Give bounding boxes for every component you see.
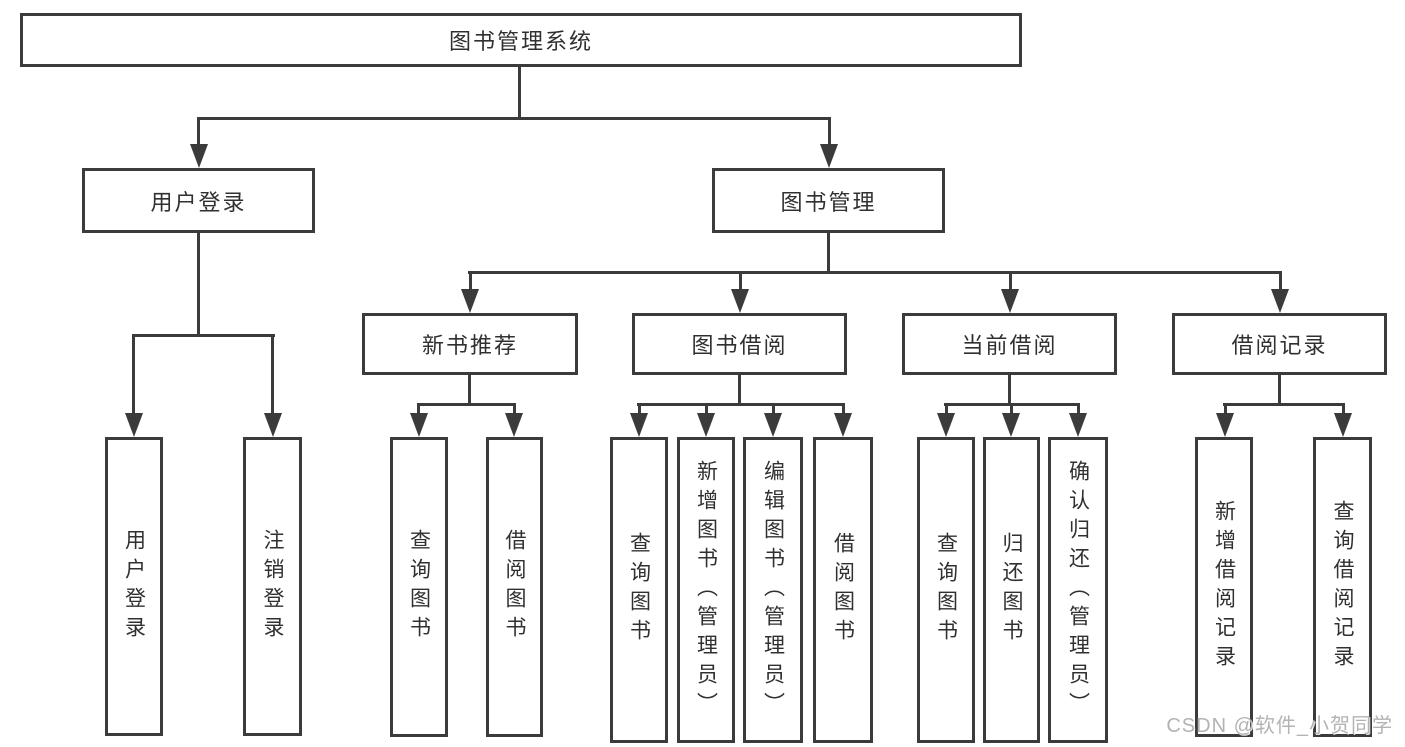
- connector-user-login-stem: [197, 233, 200, 336]
- connector-drop-user-login: [197, 117, 200, 147]
- leaf-bb-query-books-label: 查询图书: [627, 532, 651, 648]
- arrow-into-nb-borrow: [505, 413, 523, 437]
- node-borrowing-records-label: 借阅记录: [1231, 333, 1328, 358]
- node-new-book-recommendation-label: 新书推荐: [421, 333, 518, 358]
- arrow-into-user-login: [190, 144, 208, 168]
- arrow-into-current-borrowing: [1001, 289, 1019, 313]
- leaf-bb-add-books-admin-label: 新增图书（管理员）: [694, 459, 718, 721]
- connector-drop-bb-add: [705, 403, 708, 416]
- node-root-label: 图书管理系统: [448, 29, 593, 54]
- connector-level2-bus: [197, 117, 831, 120]
- leaf-cb-query-books-label: 查询图书: [934, 532, 958, 648]
- connector-book-borrowing-stem: [738, 375, 741, 406]
- leaf-logout: 注销登录: [243, 437, 302, 736]
- leaf-br-query-borrow-record: 查询借阅记录: [1313, 437, 1372, 737]
- arrow-into-book-management: [820, 144, 838, 168]
- leaf-cb-confirm-return-admin: 确认归还（管理员）: [1048, 437, 1108, 743]
- leaf-br-add-borrow-record: 新增借阅记录: [1195, 437, 1253, 737]
- node-user-login-label: 用户登录: [150, 189, 247, 215]
- connector-root-stem: [518, 64, 521, 120]
- connector-drop-br-query: [1342, 403, 1345, 416]
- connector-drop-borrowing-records: [1279, 271, 1282, 293]
- csdn-watermark: CSDN @软件_小贺同学: [1166, 715, 1393, 737]
- connector-drop-current-borrowing: [1009, 271, 1012, 293]
- connector-drop-nb-borrow: [513, 403, 516, 416]
- leaf-cb-return-books: 归还图书: [983, 437, 1040, 743]
- leaf-user-login-label: 用户登录: [122, 528, 146, 645]
- connector-book-borrowing-bus: [637, 403, 845, 406]
- connector-drop-leaf-logout: [271, 334, 274, 415]
- connector-user-login-bus: [132, 334, 275, 337]
- leaf-br-query-borrow-record-label: 查询借阅记录: [1331, 500, 1354, 674]
- arrow-into-bb-borrow: [834, 413, 852, 437]
- arrow-into-bb-edit: [764, 413, 782, 437]
- leaf-nb-query-books: 查询图书: [390, 437, 448, 737]
- node-new-book-recommendation: 新书推荐: [362, 313, 578, 375]
- connector-drop-nb-query: [417, 403, 420, 416]
- arrow-into-br-query: [1334, 413, 1352, 437]
- node-book-borrowing-label: 图书借阅: [691, 333, 788, 358]
- node-root: 图书管理系统: [20, 13, 1022, 67]
- connector-level3-bus: [468, 271, 1282, 274]
- arrow-into-cb-return: [1002, 413, 1020, 437]
- connector-borrowing-records-bus: [1223, 403, 1345, 406]
- leaf-cb-confirm-return-admin-label: 确认归还（管理员）: [1066, 459, 1090, 721]
- leaf-bb-query-books: 查询图书: [610, 437, 668, 743]
- leaf-bb-borrow-books: 借阅图书: [813, 437, 873, 743]
- node-borrowing-records: 借阅记录: [1172, 313, 1387, 375]
- leaf-nb-query-books-label: 查询图书: [407, 529, 431, 645]
- leaf-nb-borrow-books-label: 借阅图书: [503, 529, 526, 645]
- arrow-into-cb-query: [937, 413, 955, 437]
- leaf-nb-borrow-books: 借阅图书: [486, 437, 543, 737]
- connector-current-borrowing-stem: [1008, 375, 1011, 406]
- connector-drop-bb-edit: [772, 403, 775, 416]
- node-book-management-label: 图书管理: [780, 189, 877, 215]
- node-current-borrowing: 当前借阅: [902, 313, 1117, 375]
- connector-drop-leaf-user-login: [132, 334, 135, 415]
- connector-drop-bb-query: [638, 403, 641, 416]
- leaf-bb-edit-books-admin: 编辑图书（管理员）: [743, 437, 803, 743]
- leaf-user-login: 用户登录: [105, 437, 163, 736]
- connector-drop-book-management: [828, 117, 831, 147]
- connector-drop-cb-return: [1010, 403, 1013, 416]
- connector-book-management-stem: [827, 233, 830, 274]
- connector-drop-bb-borrow: [842, 403, 845, 416]
- leaf-cb-return-books-label: 归还图书: [1000, 532, 1023, 648]
- node-book-borrowing: 图书借阅: [632, 313, 847, 375]
- connector-drop-cb-query: [945, 403, 948, 416]
- connector-drop-cb-confirm: [1077, 403, 1080, 416]
- arrow-into-bb-query: [630, 413, 648, 437]
- leaf-cb-query-books: 查询图书: [917, 437, 975, 743]
- arrow-into-leaf-logout: [264, 413, 282, 437]
- connector-new-book-bus: [417, 403, 516, 406]
- node-book-management: 图书管理: [712, 168, 945, 233]
- connector-borrowing-records-stem: [1278, 375, 1281, 406]
- arrow-into-leaf-user-login: [125, 413, 143, 437]
- connector-drop-br-add: [1224, 403, 1227, 416]
- connector-drop-new-book: [469, 271, 472, 293]
- arrow-into-borrowing-records: [1271, 289, 1289, 313]
- node-user-login: 用户登录: [82, 168, 315, 233]
- arrow-into-nb-query: [410, 413, 428, 437]
- arrow-into-cb-confirm: [1069, 413, 1087, 437]
- arrow-into-br-add: [1216, 413, 1234, 437]
- arrow-into-new-book: [461, 289, 479, 313]
- arrow-into-book-borrowing: [731, 289, 749, 313]
- node-current-borrowing-label: 当前借阅: [961, 333, 1058, 358]
- arrow-into-bb-add: [697, 413, 715, 437]
- leaf-br-add-borrow-record-label: 新增借阅记录: [1212, 500, 1236, 674]
- leaf-bb-borrow-books-label: 借阅图书: [831, 532, 855, 648]
- leaf-bb-edit-books-admin-label: 编辑图书（管理员）: [761, 459, 785, 721]
- connector-new-book-stem: [468, 375, 471, 406]
- connector-drop-book-borrowing: [739, 271, 742, 293]
- leaf-logout-label: 注销登录: [261, 528, 284, 645]
- leaf-bb-add-books-admin: 新增图书（管理员）: [677, 437, 735, 743]
